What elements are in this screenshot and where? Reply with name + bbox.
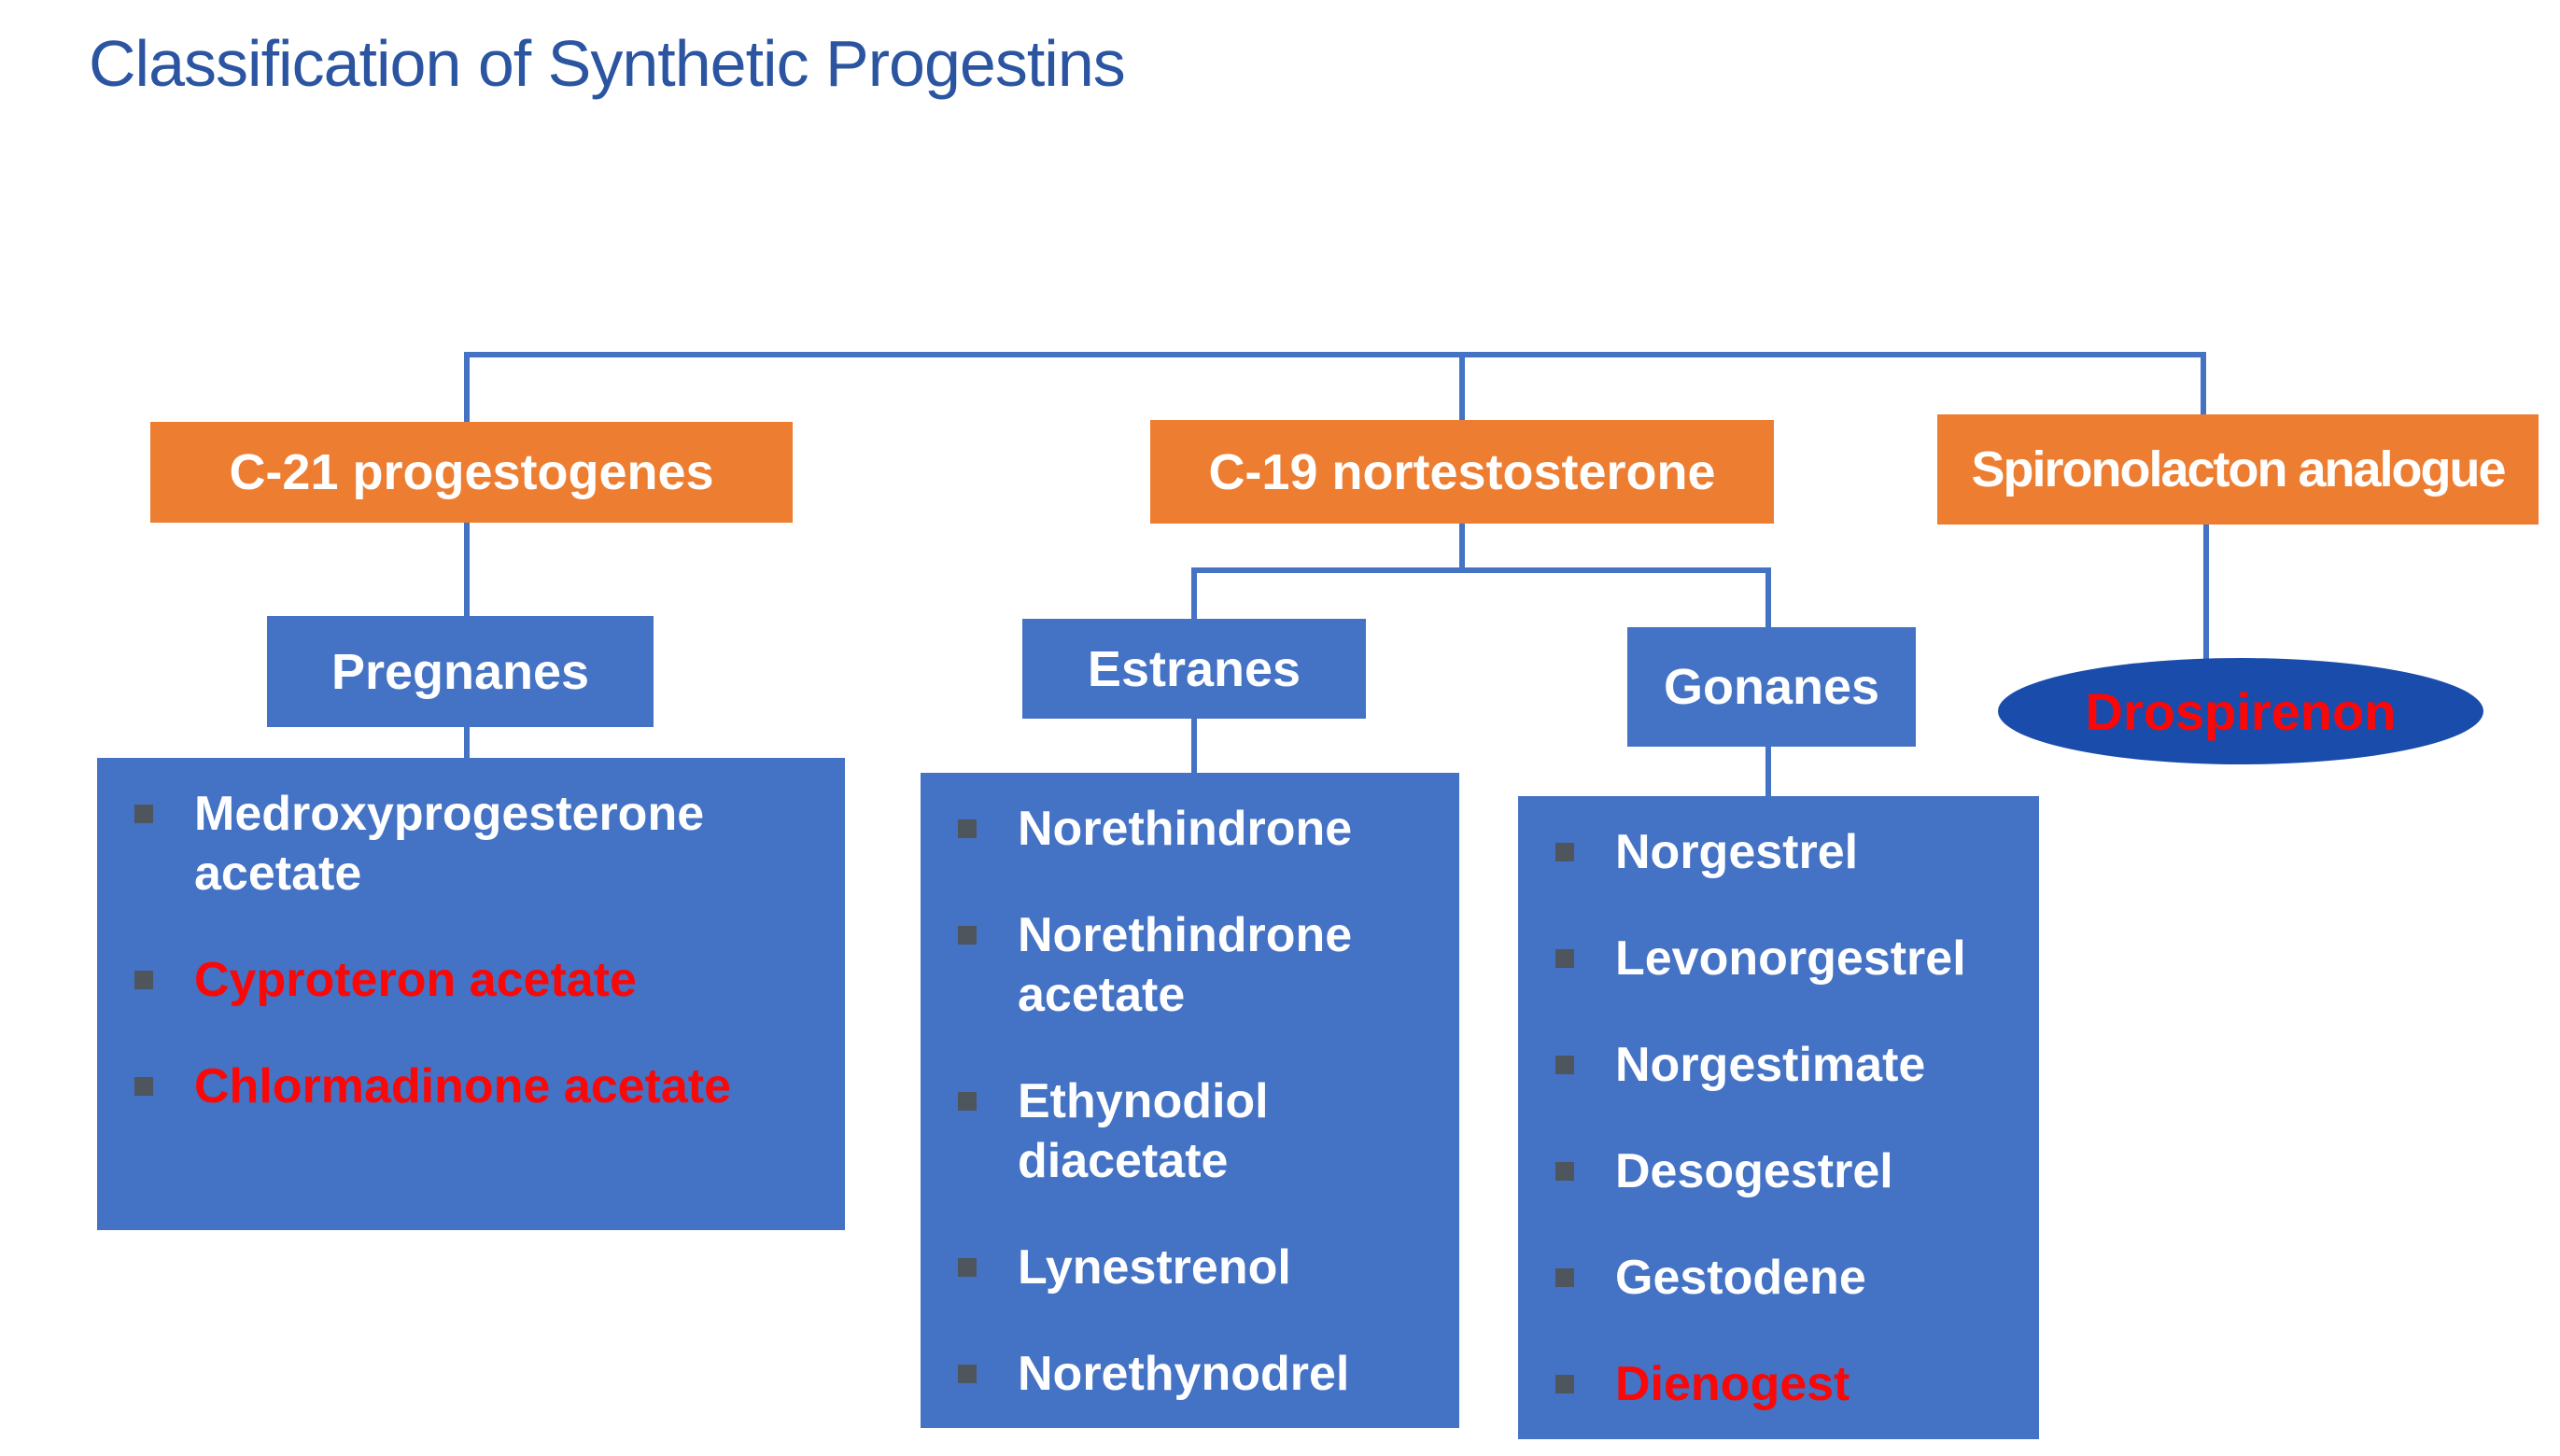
bullet-square-icon bbox=[134, 805, 153, 823]
list-item: Ethynodiol diacetate bbox=[958, 1071, 1442, 1191]
page-title: Classification of Synthetic Progestins bbox=[89, 27, 1126, 100]
connector-root-line bbox=[464, 352, 2206, 424]
drug-name: Ethynodiol diacetate bbox=[1018, 1074, 1269, 1188]
drug-name: Lynestrenol bbox=[1018, 1240, 1291, 1295]
bullet-square-icon bbox=[958, 1258, 977, 1277]
pregnanes-drug-list: Medroxyprogesterone acetate Cyproteron a… bbox=[97, 758, 845, 1230]
estranes-drug-list: Norethindrone Norethindrone acetate Ethy… bbox=[921, 773, 1459, 1428]
drug-name: Norethindrone acetate bbox=[1018, 908, 1353, 1022]
category-label: Spironolacton analogue bbox=[1971, 441, 2506, 497]
category-c21-progestogenes-box: C-21 progestogenes bbox=[150, 422, 793, 523]
category-label: C-21 progestogenes bbox=[229, 444, 714, 500]
bullet-square-icon bbox=[958, 926, 977, 945]
drug-name: Norethindrone bbox=[1018, 802, 1353, 856]
subgroup-label: Estranes bbox=[1087, 640, 1301, 697]
bullet-square-icon bbox=[958, 1092, 977, 1111]
subgroup-pregnanes-box: Pregnanes bbox=[267, 616, 654, 727]
subgroup-gonanes-box: Gonanes bbox=[1627, 627, 1916, 747]
list-item: Gestodene bbox=[1555, 1248, 2022, 1308]
bullet-square-icon bbox=[1555, 949, 1574, 968]
subgroup-label: Drospirenon bbox=[2085, 681, 2397, 741]
bullet-square-icon bbox=[1555, 843, 1574, 861]
bullet-square-icon bbox=[1555, 1375, 1574, 1393]
list-item: Norgestrel bbox=[1555, 822, 2022, 882]
list-item: Desogestrel bbox=[1555, 1141, 2022, 1201]
list-item: Cyproteron acetate bbox=[134, 950, 828, 1010]
list-item: Norethindrone bbox=[958, 799, 1442, 859]
drug-name: Norgestimate bbox=[1615, 1038, 1926, 1092]
drug-name: Medroxyprogesterone acetate bbox=[194, 787, 705, 901]
list-item: Medroxyprogesterone acetate bbox=[134, 784, 828, 903]
list-item: Dienogest bbox=[1555, 1354, 2022, 1414]
category-spironolacton-analogue-box: Spironolacton analogue bbox=[1937, 414, 2539, 525]
list-item: Lynestrenol bbox=[958, 1238, 1442, 1297]
subgroup-estranes-box: Estranes bbox=[1022, 619, 1366, 719]
bullet-square-icon bbox=[958, 1365, 977, 1383]
drug-name: Norethynodrel bbox=[1018, 1347, 1350, 1401]
bullet-square-icon bbox=[1555, 1056, 1574, 1074]
drug-name: Levonorgestrel bbox=[1615, 931, 1966, 986]
category-label: C-19 nortestosterone bbox=[1208, 443, 1716, 500]
list-item: Norethynodrel bbox=[958, 1344, 1442, 1404]
subgroup-label: Pregnanes bbox=[331, 643, 590, 700]
list-item: Norethindrone acetate bbox=[958, 905, 1442, 1025]
list-item: Norgestimate bbox=[1555, 1035, 2022, 1095]
drug-name: Desogestrel bbox=[1615, 1144, 1893, 1198]
subgroup-label: Gonanes bbox=[1663, 659, 1880, 715]
bullet-square-icon bbox=[1555, 1268, 1574, 1287]
category-c19-nortestosterone-box: C-19 nortestosterone bbox=[1150, 420, 1774, 524]
drug-name: Norgestrel bbox=[1615, 825, 1859, 879]
list-item: Levonorgestrel bbox=[1555, 929, 2022, 988]
gonanes-drug-list: Norgestrel Levonorgestrel Norgestimate D… bbox=[1518, 796, 2039, 1439]
bullet-square-icon bbox=[134, 971, 153, 989]
drug-name: Chlormadinone acetate bbox=[194, 1059, 732, 1113]
drug-name: Cyproteron acetate bbox=[194, 953, 637, 1007]
list-item: Chlormadinone acetate bbox=[134, 1057, 828, 1116]
drug-name: Dienogest bbox=[1615, 1357, 1850, 1411]
drug-name: Gestodene bbox=[1615, 1251, 1866, 1305]
subgroup-drospirenon-ellipse: Drospirenon bbox=[1998, 658, 2483, 764]
bullet-square-icon bbox=[958, 819, 977, 838]
connector-c19-elbow bbox=[1191, 524, 1771, 629]
bullet-square-icon bbox=[1555, 1162, 1574, 1181]
bullet-square-icon bbox=[134, 1077, 153, 1096]
